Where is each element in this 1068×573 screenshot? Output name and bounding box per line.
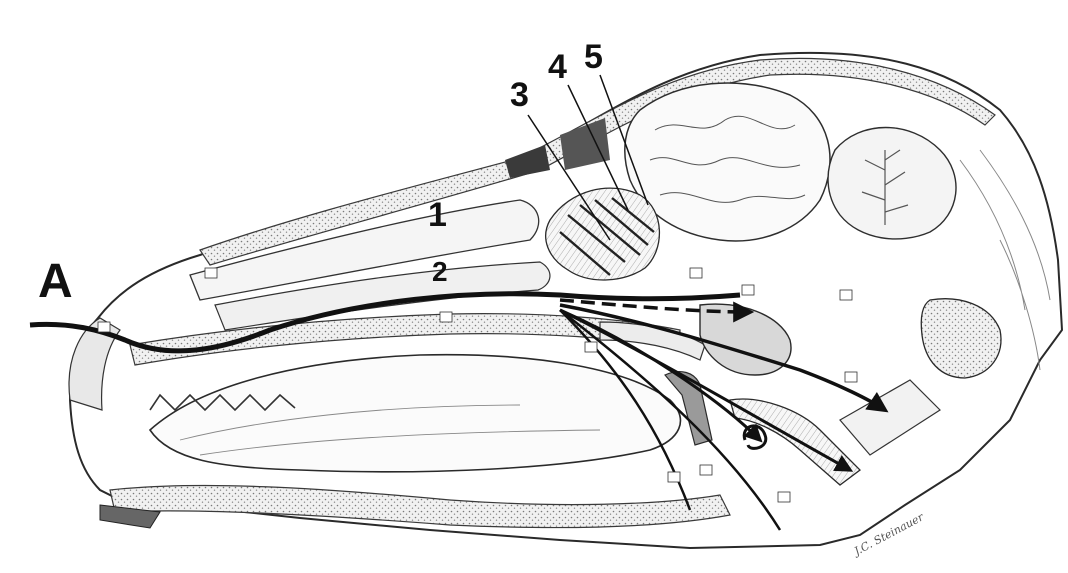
label-5: 5 [584, 40, 603, 74]
path-marker [840, 290, 852, 300]
label-A: A [38, 258, 73, 306]
label-1: 1 [428, 198, 447, 232]
label-2: 2 [432, 258, 448, 286]
path-marker [700, 465, 712, 475]
path-marker [585, 342, 597, 352]
path-marker [690, 268, 702, 278]
label-4: 4 [548, 50, 567, 84]
label-3: 3 [510, 78, 529, 112]
path-marker [98, 322, 110, 332]
path-marker [440, 312, 452, 322]
path-marker [205, 268, 217, 278]
path-marker [778, 492, 790, 502]
path-marker [742, 285, 754, 295]
path-marker [668, 472, 680, 482]
path-marker [845, 372, 857, 382]
